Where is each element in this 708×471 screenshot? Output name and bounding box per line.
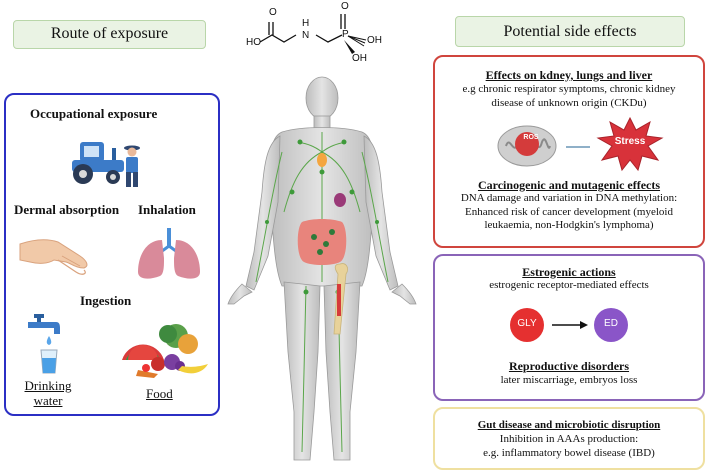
molecule-oxygen-top: O xyxy=(269,7,277,18)
stress-label: Stress xyxy=(614,136,646,147)
gut-disease-text: Inhibition in AAAs production: e.g. infl… xyxy=(437,433,701,460)
molecule-nitrogen: N xyxy=(302,30,310,41)
gut-disease-heading: Gut disease and microbiotic disruption xyxy=(477,419,661,431)
farmer-icon xyxy=(124,145,140,187)
molecule-oxygen-top-p: O xyxy=(341,1,349,12)
kidney-lungs-liver-text: e.g chronic respirator symptoms, chronic… xyxy=(437,83,701,110)
carcinogenic-heading: Carcinogenic and mutagenic effects xyxy=(477,178,661,192)
lungs-icon xyxy=(138,228,200,279)
food-label: Food xyxy=(146,386,173,401)
estrogenic-panel xyxy=(433,254,705,401)
molecule-hydrogen: H xyxy=(302,18,310,29)
ed-circle xyxy=(594,308,628,342)
glyphosate-molecule xyxy=(259,14,367,54)
molecule-phosphorus: P xyxy=(342,29,349,40)
carcinogenic-line3: leukaemia, non-Hodgkin's lymphoma) xyxy=(484,219,654,231)
molecule-oh-right: OH xyxy=(367,35,382,46)
food-basket-icon xyxy=(122,324,208,378)
gly-circle xyxy=(510,308,544,342)
ros-stress-connector xyxy=(566,146,590,148)
kidney-lungs-liver-heading: Effects on kdney, lungs and liver xyxy=(485,68,653,82)
gut-disease-panel xyxy=(433,407,705,470)
kidney-text-line2: disease of unknown origin (CKDu) xyxy=(491,96,647,109)
water-glass-icon xyxy=(40,336,58,374)
arrow-icon xyxy=(552,321,588,329)
ed-label: ED xyxy=(604,318,618,329)
human-body-icon xyxy=(227,76,417,461)
water-label: water xyxy=(33,393,63,408)
reproductive-text: later miscarriage, embryos loss xyxy=(500,374,638,386)
potential-side-effects-title: Potential side effects xyxy=(455,16,685,47)
hand-icon xyxy=(19,239,88,275)
stress-burst-icon xyxy=(596,116,664,172)
estrogenic-heading: Estrogenic actions xyxy=(522,265,616,279)
dermal-absorption-label: Dermal absorption xyxy=(14,202,120,217)
ros-label: ROS xyxy=(523,134,539,141)
faucet-icon xyxy=(28,314,60,334)
tractor-icon xyxy=(72,142,124,184)
inhalation-label: Inhalation xyxy=(138,202,196,217)
drinking-water-label: Drinking water xyxy=(18,378,78,408)
mitochondria-icon xyxy=(497,125,557,167)
gut-text-line2: e.g. inflammatory bowel disease (IBD) xyxy=(483,446,655,459)
gly-label: GLY xyxy=(517,318,537,329)
ingestion-label: Ingestion xyxy=(80,293,132,308)
carcinogenic-line1: DNA damage and variation in DNA methylat… xyxy=(460,192,678,204)
molecule-ho-left: HO xyxy=(246,37,261,48)
organ-effects-panel xyxy=(433,55,705,248)
gut-text-line1: Inhibition in AAAs production: xyxy=(499,433,639,445)
molecule-oh-bottom: OH xyxy=(352,53,367,64)
estrogenic-text: estrogenic receptor-mediated effects xyxy=(489,279,649,291)
kidney-text-line1: e.g chronic respirator symptoms, chronic… xyxy=(462,83,676,95)
route-of-exposure-title: Route of exposure xyxy=(13,20,206,49)
carcinogenic-line2: Enhanced risk of cancer development (mye… xyxy=(464,205,673,218)
carcinogenic-text: DNA damage and variation in DNA methylat… xyxy=(437,192,701,233)
reproductive-heading: Reproductive disorders xyxy=(508,359,630,373)
occupational-exposure-label: Occupational exposure xyxy=(30,106,158,121)
drinking-label: Drinking xyxy=(24,378,72,393)
